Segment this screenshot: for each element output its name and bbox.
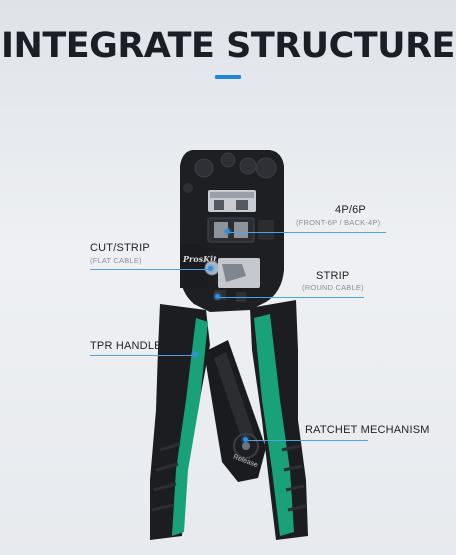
callout-line-cut-strip — [90, 269, 212, 270]
callout-label-strip: STRIP — [316, 270, 350, 282]
callout-dot-4p6p — [225, 229, 230, 234]
callout-label-4p6p: 4P/6P — [335, 204, 366, 216]
callout-dot-strip — [215, 294, 220, 299]
callout-dot-tpr-handle — [193, 352, 198, 357]
title-accent-bar — [215, 75, 241, 79]
callout-line-tpr-handle — [90, 355, 196, 356]
right-handle-green-grip — [254, 314, 294, 536]
callout-sublabel-cut-strip: (FLAT CABLE) — [90, 256, 142, 265]
callout-line-ratchet — [246, 440, 368, 441]
left-handle-green-grip — [172, 318, 208, 536]
callout-dot-cut-strip — [208, 266, 213, 271]
callout-line-strip — [218, 297, 364, 298]
callout-line-4p6p — [228, 232, 386, 233]
callout-dot-ratchet — [243, 437, 248, 442]
callout-label-tpr-handle: TPR HANDLE — [90, 340, 162, 352]
page-title: INTEGRATE STRUCTURE — [1, 26, 455, 66]
callout-label-cut-strip: CUT/STRIP — [90, 242, 150, 254]
callout-sublabel-4p6p: (FRONT-6P / BACK-4P) — [296, 218, 381, 227]
brand-logo: ProsKit — [182, 254, 217, 264]
callout-sublabel-strip: (ROUND CABLE) — [302, 283, 364, 292]
callout-label-ratchet: RATCHET MECHANISM — [305, 424, 430, 436]
